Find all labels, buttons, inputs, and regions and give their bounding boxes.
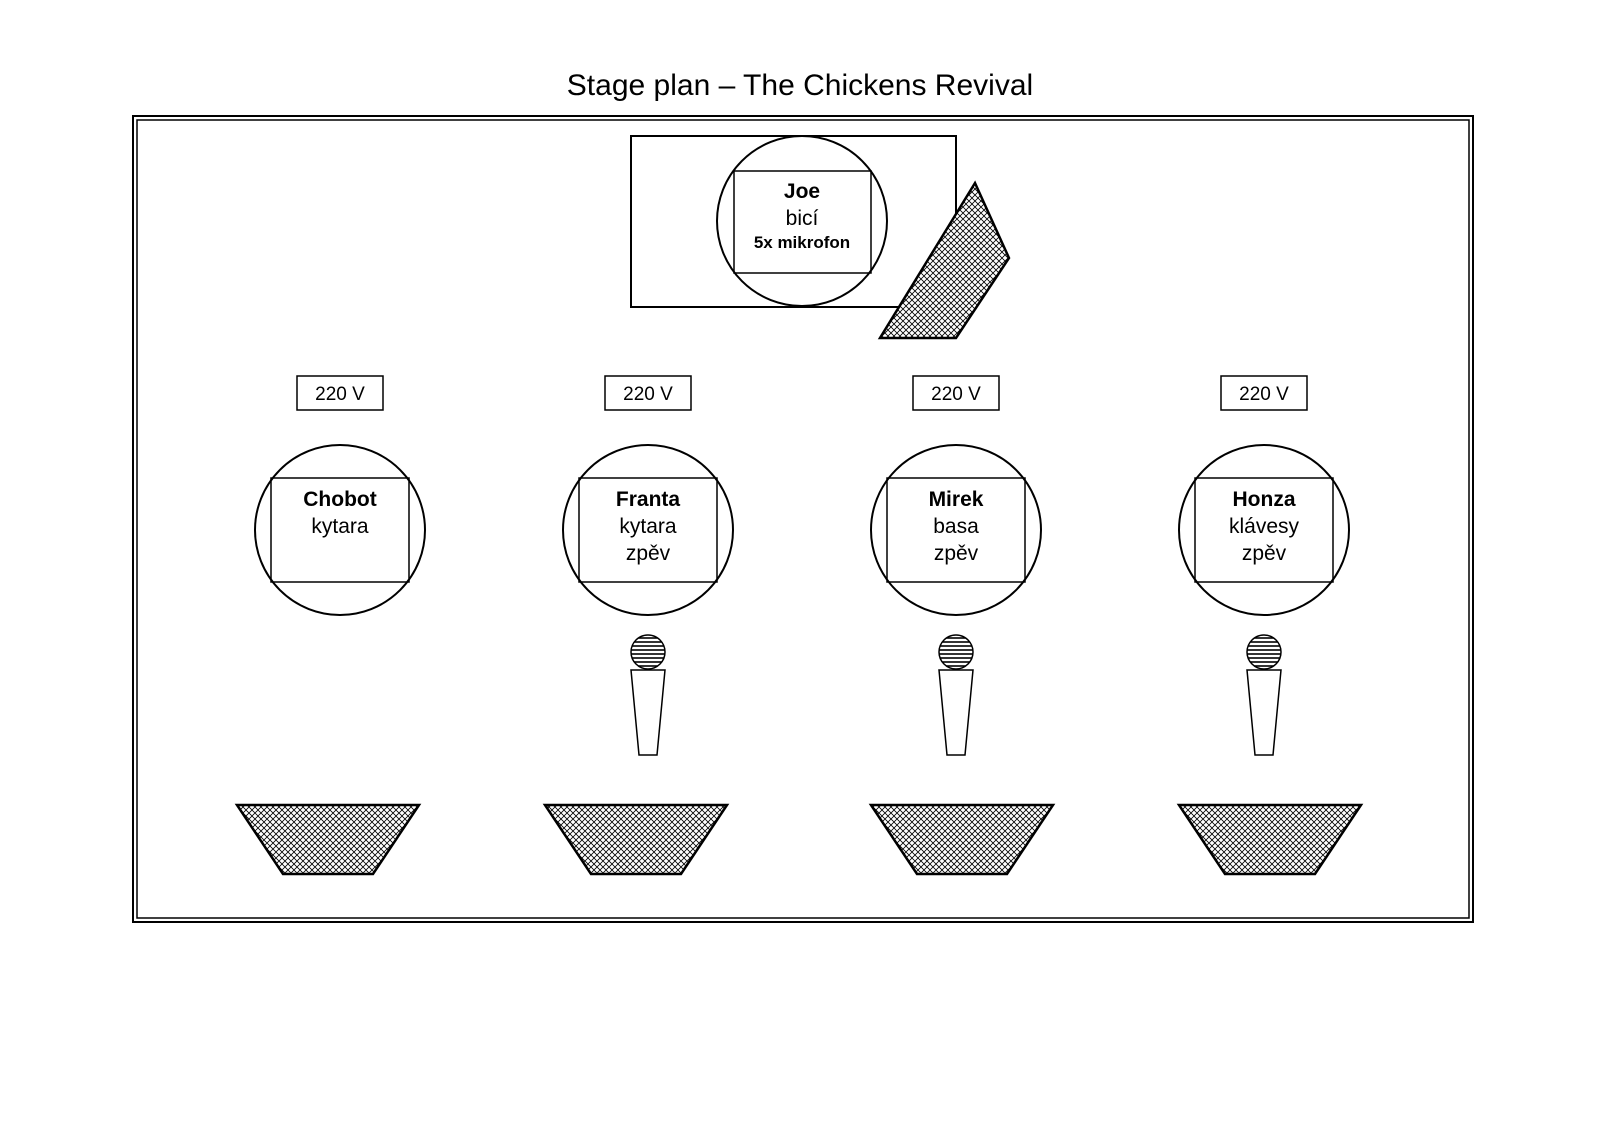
power-outlet-box bbox=[296, 375, 384, 411]
musician-position: 220 V Franta kytara zpěv bbox=[562, 375, 734, 756]
musician-label-box bbox=[886, 477, 1026, 583]
microphone-head bbox=[938, 634, 974, 670]
power-outlet-box bbox=[912, 375, 1000, 411]
monitor-wedge bbox=[1176, 803, 1364, 876]
stage-outer-border bbox=[132, 115, 1474, 923]
drummer-label-box bbox=[733, 170, 872, 274]
musician-instrument: kytara bbox=[619, 515, 677, 538]
musician-name: Honza bbox=[1233, 488, 1296, 511]
microphone-body bbox=[1246, 669, 1282, 756]
musician-label-box bbox=[578, 477, 718, 583]
monitor-wedge bbox=[868, 803, 1056, 876]
musician-vocals: zpěv bbox=[626, 542, 671, 565]
monitors-layer bbox=[234, 803, 1364, 876]
drum-monitor-wedge bbox=[877, 180, 1011, 340]
musician-position: 220 V Mirek basa zpěv bbox=[870, 375, 1042, 756]
drummer-name: Joe bbox=[784, 180, 820, 203]
power-outlet-label: 220 V bbox=[623, 384, 673, 405]
vocal-microphone-icon bbox=[938, 634, 974, 756]
drum-riser: Joe bicí 5x mikrofon bbox=[630, 135, 957, 308]
microphone-body bbox=[938, 669, 974, 756]
drummer-role: bicí bbox=[786, 207, 819, 230]
musician-vocals: zpěv bbox=[934, 542, 979, 565]
musician-vocals: zpěv bbox=[1242, 542, 1287, 565]
microphone-body bbox=[630, 669, 666, 756]
musician-name: Chobot bbox=[303, 488, 376, 511]
monitor-wedge bbox=[234, 803, 422, 876]
drum-mic-count: 5x mikrofon bbox=[754, 233, 850, 252]
power-outlet-label: 220 V bbox=[931, 384, 981, 405]
vocal-microphone-icon bbox=[1246, 634, 1282, 756]
power-outlet-label: 220 V bbox=[1239, 384, 1289, 405]
musician-position-circle bbox=[870, 444, 1042, 616]
musician-instrument: klávesy bbox=[1229, 515, 1300, 538]
musician-name: Franta bbox=[616, 488, 681, 511]
musician-position-circle bbox=[254, 444, 426, 616]
musician-position: 220 V Chobot kytara bbox=[254, 375, 426, 616]
power-outlet-box bbox=[1220, 375, 1308, 411]
musician-instrument: kytara bbox=[311, 515, 369, 538]
power-outlet-box bbox=[604, 375, 692, 411]
power-outlet-label: 220 V bbox=[315, 384, 365, 405]
monitor-wedge bbox=[542, 803, 730, 876]
musician-position: 220 V Honza klávesy zpěv bbox=[1178, 375, 1350, 756]
musician-instrument: basa bbox=[933, 515, 979, 538]
drummer-position-circle bbox=[716, 135, 888, 307]
musician-name: Mirek bbox=[929, 488, 984, 511]
microphone-head bbox=[630, 634, 666, 670]
vocal-microphone-icon bbox=[630, 634, 666, 756]
stage-inner-border bbox=[136, 119, 1470, 919]
diagram-title: Stage plan – The Chickens Revival bbox=[567, 69, 1033, 102]
musician-position-circle bbox=[562, 444, 734, 616]
musician-label-box bbox=[1194, 477, 1334, 583]
microphone-head bbox=[1246, 634, 1282, 670]
musician-label-box bbox=[270, 477, 410, 583]
musician-position-circle bbox=[1178, 444, 1350, 616]
